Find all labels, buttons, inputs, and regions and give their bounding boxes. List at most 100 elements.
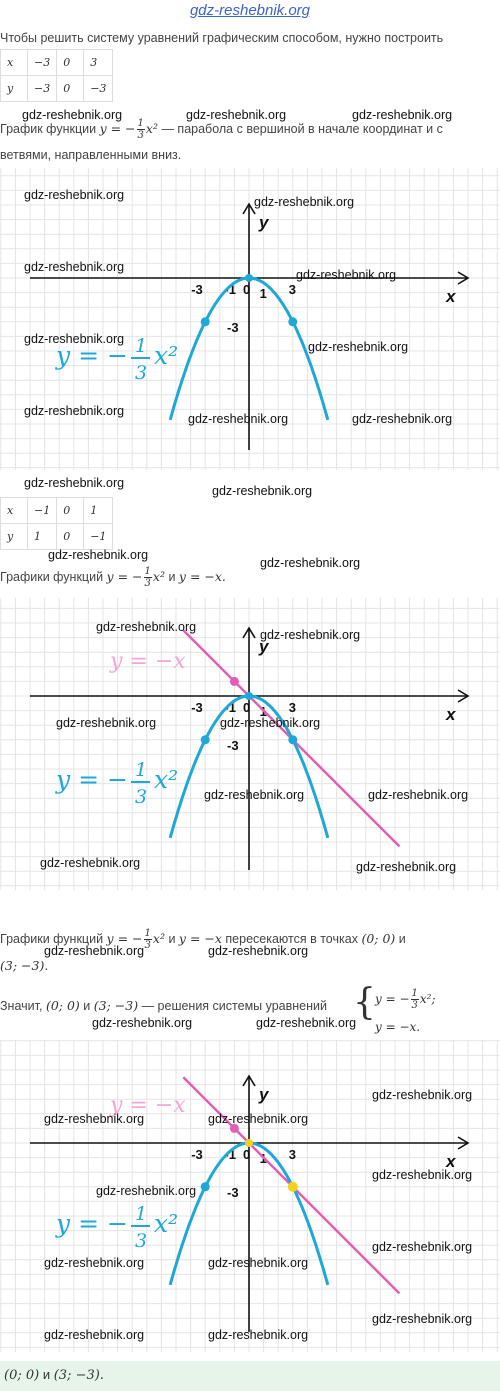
x-axis-arrow <box>457 1136 470 1150</box>
table-cell: 0 <box>56 49 85 76</box>
line-point <box>229 676 239 686</box>
site-header-link[interactable]: gdz-reshebnik.org <box>189 2 311 19</box>
text: Графики функций <box>0 570 104 584</box>
text: График функции <box>0 122 97 136</box>
parabola-label-lhs: y = − <box>55 341 128 370</box>
parabola-point <box>200 317 210 327</box>
x-axis-label: x <box>445 1152 457 1171</box>
watermark: gdz-reshebnik.org <box>40 856 141 870</box>
watermark: gdz-reshebnik.org <box>204 788 305 802</box>
intersection-point <box>287 1181 298 1192</box>
watermark: gdz-reshebnik.org <box>260 556 361 570</box>
parabola-label-den: 3 <box>135 362 147 384</box>
watermark: gdz-reshebnik.org <box>44 1112 145 1126</box>
intro-text: Чтобы решить систему уравнений графическ… <box>0 31 444 45</box>
watermark: gdz-reshebnik.org <box>372 1312 473 1326</box>
tick-label: 0 <box>243 1147 250 1162</box>
conclusion-text: Значит, (0; 0) и (3; −3) — решения систе… <box>0 998 327 1013</box>
watermark: gdz-reshebnik.org <box>372 1240 473 1254</box>
line-point <box>229 1123 239 1133</box>
watermark: gdz-reshebnik.org <box>92 1016 193 1030</box>
watermark: gdz-reshebnik.org <box>24 404 125 418</box>
line-label: y = −x <box>109 1093 186 1118</box>
tick-label: -3 <box>227 320 239 335</box>
intersection-point-2: (3; −3). <box>0 958 49 973</box>
parabola-point <box>288 317 298 327</box>
parabola-label-num: 1 <box>135 759 147 781</box>
table-cell: x <box>0 497 28 524</box>
value-table-parabola: x −3 0 3 y −3 0 −3 <box>0 49 114 102</box>
table-cell: x <box>0 49 28 76</box>
formula: (3; −3). <box>53 1368 104 1383</box>
tick-label: -3 <box>191 282 203 297</box>
table-row-y: y −3 0 −3 <box>0 75 114 102</box>
tick-label: -1 <box>224 700 236 715</box>
watermark: gdz-reshebnik.org <box>356 860 457 874</box>
tick-label: -3 <box>227 1185 239 1200</box>
text: и <box>168 932 176 946</box>
watermark: gdz-reshebnik.org <box>220 716 321 730</box>
watermark: gdz-reshebnik.org <box>96 620 197 634</box>
tick-label: 0 <box>243 282 250 297</box>
x-axis-arrow <box>457 271 470 285</box>
parabola-label-num: 1 <box>135 1203 147 1225</box>
parabola-description-line2: ветвями, направленными вниз. <box>0 148 182 162</box>
text: и <box>42 1367 51 1382</box>
watermark: gdz-reshebnik.org <box>368 788 469 802</box>
x-axis-arrow <box>457 689 470 703</box>
table-cell: y <box>0 523 28 550</box>
formula: y = −x. <box>178 569 226 584</box>
watermark: gdz-reshebnik.org <box>44 1256 145 1270</box>
text: и <box>398 932 406 946</box>
vertex-point <box>245 692 253 700</box>
watermark: gdz-reshebnik.org <box>296 268 397 282</box>
parabola-label-lhs: y = − <box>55 1209 128 1238</box>
tick-label: 3 <box>289 282 296 297</box>
watermark: gdz-reshebnik.org <box>256 1016 357 1030</box>
watermark: gdz-reshebnik.org <box>352 108 453 122</box>
table-row-y: y 1 0 −1 <box>0 523 114 550</box>
formula: (0; 0) <box>361 931 396 946</box>
watermark: gdz-reshebnik.org <box>44 944 145 958</box>
text: — решения системы уравнений <box>141 999 327 1013</box>
watermark: gdz-reshebnik.org <box>260 628 361 642</box>
tick-label: 1 <box>260 286 267 301</box>
table-row-x: x −1 0 1 <box>0 497 114 524</box>
formula: (0; 0) <box>45 998 80 1013</box>
watermark: gdz-reshebnik.org <box>208 1256 309 1270</box>
grid <box>0 598 500 890</box>
parabola-label-den: 3 <box>135 1230 147 1252</box>
text: Значит, <box>0 999 43 1013</box>
text: пересекаются в точках <box>225 932 358 946</box>
parabola-label-rhs: x² <box>154 765 178 794</box>
watermark: gdz-reshebnik.org <box>24 332 125 346</box>
table-cell: 0 <box>56 523 85 550</box>
vertex-point <box>245 1139 253 1147</box>
watermark: gdz-reshebnik.org <box>24 476 125 490</box>
grid <box>0 1040 500 1352</box>
table-cell: 0 <box>56 75 85 102</box>
answer-bar: (0; 0) и (3; −3). <box>0 1361 500 1391</box>
watermark: gdz-reshebnik.org <box>372 1168 473 1182</box>
watermark: gdz-reshebnik.org <box>208 1112 309 1126</box>
tick-label: -1 <box>224 282 236 297</box>
parabola-point <box>200 735 210 745</box>
table-cell: 1 <box>26 523 58 550</box>
table-cell: 0 <box>56 497 85 524</box>
watermark: gdz-reshebnik.org <box>48 548 149 562</box>
tick-label: 3 <box>289 1147 296 1162</box>
x-axis-label: x <box>445 705 457 724</box>
tick-label: 0 <box>243 700 250 715</box>
watermark: gdz-reshebnik.org <box>188 412 289 426</box>
table-row-x: x −3 0 3 <box>0 49 114 76</box>
watermark: gdz-reshebnik.org <box>212 484 313 498</box>
text: и <box>83 999 91 1013</box>
parabola-label-num: 1 <box>135 335 147 357</box>
